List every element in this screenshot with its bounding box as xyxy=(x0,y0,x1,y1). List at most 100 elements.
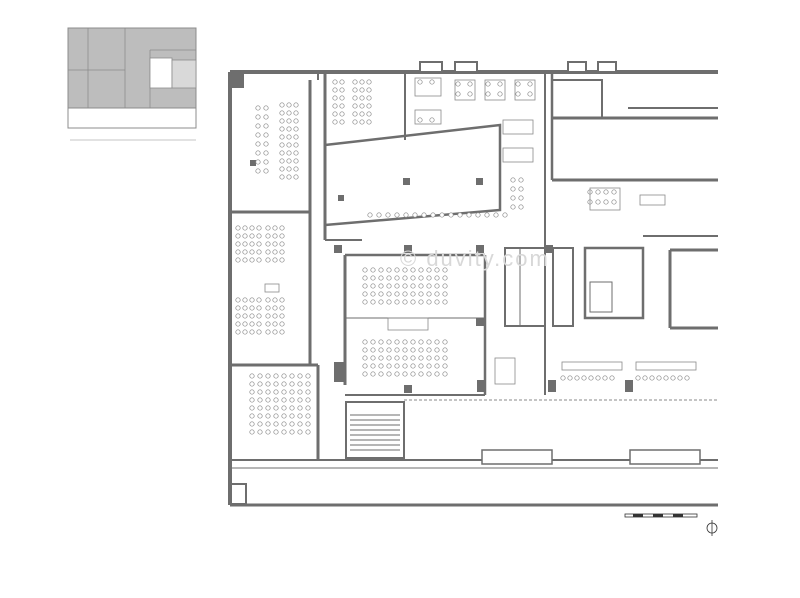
chair xyxy=(279,297,285,303)
chair xyxy=(595,189,601,195)
chair xyxy=(242,313,248,319)
chair xyxy=(362,283,368,289)
chair xyxy=(279,158,285,164)
chair xyxy=(442,275,448,281)
chair xyxy=(273,413,279,419)
chair xyxy=(649,375,655,381)
chair xyxy=(242,305,248,311)
chair xyxy=(256,257,262,263)
chair xyxy=(279,118,285,124)
chair xyxy=(257,413,263,419)
chair xyxy=(263,114,269,120)
chair xyxy=(442,267,448,273)
chair xyxy=(257,373,263,379)
chair xyxy=(439,212,445,218)
chair xyxy=(273,381,279,387)
chair xyxy=(249,329,255,335)
chair xyxy=(273,389,279,395)
chair xyxy=(402,371,408,377)
restroom-core xyxy=(504,235,718,330)
chair xyxy=(279,225,285,231)
chair xyxy=(418,299,424,305)
chair xyxy=(297,381,303,387)
chair xyxy=(467,91,473,97)
chair xyxy=(265,233,271,239)
chair xyxy=(256,313,262,319)
chair xyxy=(273,373,279,379)
chair xyxy=(265,321,271,327)
chair xyxy=(279,174,285,180)
chair xyxy=(286,126,292,132)
chair xyxy=(611,189,617,195)
chair xyxy=(289,373,295,379)
chair xyxy=(359,79,365,85)
chair xyxy=(265,313,271,319)
chair xyxy=(448,212,454,218)
chair xyxy=(352,79,358,85)
chair xyxy=(394,355,400,361)
chair xyxy=(286,158,292,164)
chair xyxy=(235,233,241,239)
chair xyxy=(370,291,376,297)
chair xyxy=(434,283,440,289)
chair xyxy=(366,119,372,125)
chair xyxy=(362,339,368,345)
chair xyxy=(272,297,278,303)
chair xyxy=(442,355,448,361)
chair xyxy=(257,405,263,411)
chair xyxy=(359,111,365,117)
chair xyxy=(256,241,262,247)
chair xyxy=(410,299,416,305)
scale-bar-icon xyxy=(624,513,698,518)
chair xyxy=(235,297,241,303)
chair xyxy=(429,117,435,123)
chair xyxy=(385,212,391,218)
chair xyxy=(235,329,241,335)
chair xyxy=(265,225,271,231)
chair xyxy=(242,329,248,335)
chair xyxy=(265,305,271,311)
chair xyxy=(293,102,299,108)
chair xyxy=(595,199,601,205)
chair xyxy=(497,81,503,87)
chair xyxy=(370,355,376,361)
chair xyxy=(265,329,271,335)
chair xyxy=(279,305,285,311)
chair xyxy=(417,117,423,123)
chair xyxy=(403,212,409,218)
chair xyxy=(305,405,311,411)
chair xyxy=(256,225,262,231)
chair xyxy=(332,119,338,125)
chair xyxy=(410,355,416,361)
chair xyxy=(370,363,376,369)
chair xyxy=(272,321,278,327)
chair xyxy=(475,212,481,218)
chair xyxy=(410,291,416,297)
chair xyxy=(430,212,436,218)
chair xyxy=(602,375,608,381)
chair xyxy=(249,421,255,427)
chair xyxy=(418,363,424,369)
chair xyxy=(272,257,278,263)
chair xyxy=(272,225,278,231)
chair xyxy=(286,166,292,172)
chair xyxy=(256,305,262,311)
chair xyxy=(378,283,384,289)
chair xyxy=(279,233,285,239)
chair xyxy=(359,95,365,101)
chair xyxy=(410,339,416,345)
chair xyxy=(378,291,384,297)
chair xyxy=(370,347,376,353)
chair xyxy=(279,329,285,335)
chair xyxy=(370,283,376,289)
chair xyxy=(286,102,292,108)
chair xyxy=(611,199,617,205)
south-benches xyxy=(481,449,701,465)
chair xyxy=(410,363,416,369)
chair xyxy=(281,421,287,427)
chair xyxy=(249,241,255,247)
chair xyxy=(242,297,248,303)
chair xyxy=(249,413,255,419)
chair xyxy=(281,397,287,403)
